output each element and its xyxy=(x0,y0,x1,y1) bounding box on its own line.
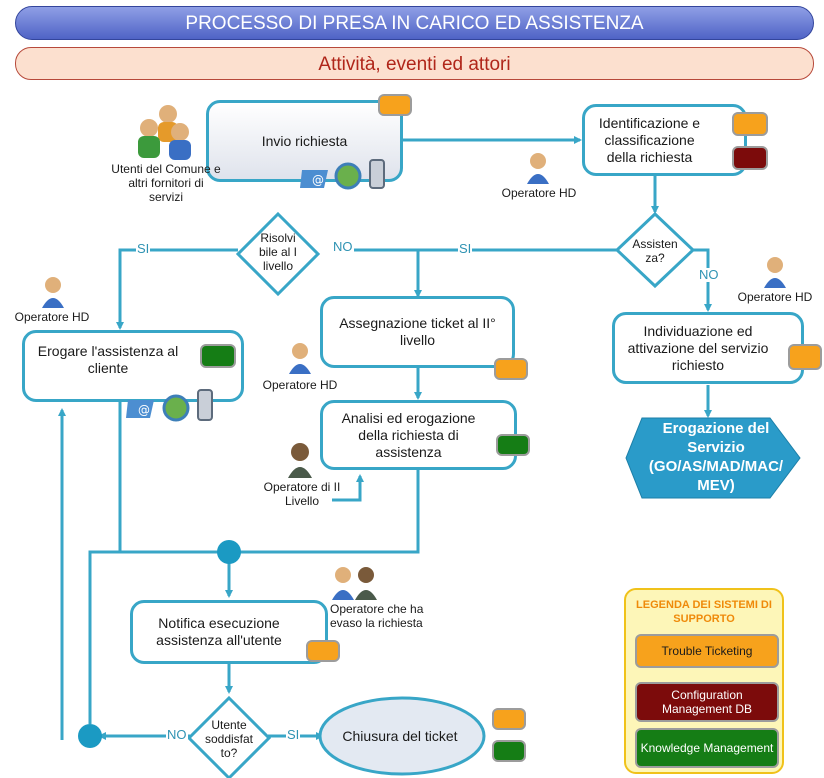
edge-label-si-assistenza: SI xyxy=(458,241,473,256)
edge-label-no-risolvibile: NO xyxy=(332,239,354,254)
actor-utenti-label: Utenti del Comune e altri fornitori di s… xyxy=(111,162,221,204)
km-indicator-erogare xyxy=(200,344,236,368)
operator-icon-1 xyxy=(527,153,549,184)
actor-op-hd-2-label: Operatore HD xyxy=(737,290,813,304)
channel-icons-invio: @ xyxy=(300,159,385,190)
phone-icon xyxy=(369,159,385,189)
email-icon: @ xyxy=(126,400,154,418)
node-invio-label: Invio richiesta xyxy=(261,133,348,149)
decision-assistenza-shape xyxy=(614,211,696,289)
edge-label-si-risolvibile: SI xyxy=(136,241,151,256)
junction-merge-dot xyxy=(217,540,241,564)
tt-indicator-individuazione xyxy=(788,344,822,370)
node-identificazione: Identificazione e classificazione della … xyxy=(582,104,747,176)
operator-evaso-icon xyxy=(332,567,377,600)
decision-assistenza-label: Assisten za? xyxy=(632,237,678,265)
decision-soddisfatto-shape xyxy=(186,695,272,778)
legend-title: LEGENDA DEI SISTEMI DI SUPPORTO xyxy=(636,599,772,625)
service-arrow-shape xyxy=(625,417,801,499)
edge-label-si-soddisfatto: SI xyxy=(286,727,301,742)
email-icon: @ xyxy=(300,170,328,188)
phone-icon xyxy=(197,389,213,421)
tt-indicator-notifica xyxy=(306,640,340,662)
process-title-banner: PROCESSO DI PRESA IN CARICO ED ASSISTENZ… xyxy=(15,6,814,40)
node-notifica: Notifica esecuzione assistenza all'utent… xyxy=(130,600,328,664)
legend-item-knowledge: Knowledge Management xyxy=(635,728,779,768)
junction-loop-dot xyxy=(78,724,102,748)
tt-indicator-assegnazione xyxy=(494,358,528,380)
operator-icon-2 xyxy=(764,257,786,288)
channel-icons-erogare: @ xyxy=(126,389,213,422)
node-individuazione-label: Individuazione ed attivazione del serviz… xyxy=(627,322,769,373)
node-identificazione-label: Identificazione e classificazione della … xyxy=(598,114,701,165)
node-notifica-label: Notifica esecuzione assistenza all'utent… xyxy=(156,615,282,648)
node-analisi-label: Analisi ed erogazione della richiesta di… xyxy=(341,409,476,460)
operator-ii-icon xyxy=(288,443,312,478)
users-group-icon xyxy=(138,105,191,160)
node-assegnazione-label: Assegnazione ticket al II° livello xyxy=(339,315,496,348)
edge-label-no-soddisfatto: NO xyxy=(166,727,188,742)
globe-icon xyxy=(334,162,362,190)
decision-risolvibile-label: Risolvi bile al I livello xyxy=(258,231,298,273)
node-analisi: Analisi ed erogazione della richiesta di… xyxy=(320,400,517,470)
actor-op-ii-label: Operatore di II Livello xyxy=(263,480,341,508)
erogazione-servizio-label: Erogazione del Servizio (GO/AS/MAD/MAC/ … xyxy=(648,420,784,494)
legend-item-trouble-ticketing: Trouble Ticketing xyxy=(635,634,779,668)
svg-text:@: @ xyxy=(138,403,150,417)
legend-item-configuration-db: Configuration Management DB xyxy=(635,682,779,722)
node-assegnazione: Assegnazione ticket al II° livello xyxy=(320,296,515,368)
process-subtitle-banner: Attività, eventi ed attori xyxy=(15,47,814,80)
actor-op-evaso-label: Operatore che ha evaso la richiesta xyxy=(330,602,424,630)
node-erogare-label: Erogare l'assistenza al cliente xyxy=(37,343,179,376)
legend-panel: LEGENDA DEI SISTEMI DI SUPPORTO Trouble … xyxy=(624,588,784,774)
actor-op-hd-1-label: Operatore HD xyxy=(501,186,577,200)
km-indicator-analisi xyxy=(496,434,530,456)
svg-text:@: @ xyxy=(312,173,324,187)
tt-indicator-chiusura xyxy=(492,708,526,730)
edge-label-no-assistenza: NO xyxy=(698,267,720,282)
actor-op-hd-4-label: Operatore HD xyxy=(262,378,338,392)
chiusura-ellipse xyxy=(318,696,486,776)
tt-indicator-invio xyxy=(378,94,412,116)
operator-icon-4 xyxy=(289,343,311,374)
operator-icon-3 xyxy=(42,277,64,308)
node-individuazione: Individuazione ed attivazione del serviz… xyxy=(612,312,804,384)
actor-op-hd-3-label: Operatore HD xyxy=(14,310,90,324)
decision-soddisfatto-label: Utente soddisfat to? xyxy=(204,718,254,760)
km-indicator-chiusura xyxy=(492,740,526,762)
decision-risolvibile-shape xyxy=(235,211,321,297)
tt-indicator-identificazione xyxy=(732,112,768,136)
node-chiusura-label: Chiusura del ticket xyxy=(342,728,458,744)
globe-icon xyxy=(162,394,190,422)
cmdb-indicator-identificazione xyxy=(732,146,768,170)
